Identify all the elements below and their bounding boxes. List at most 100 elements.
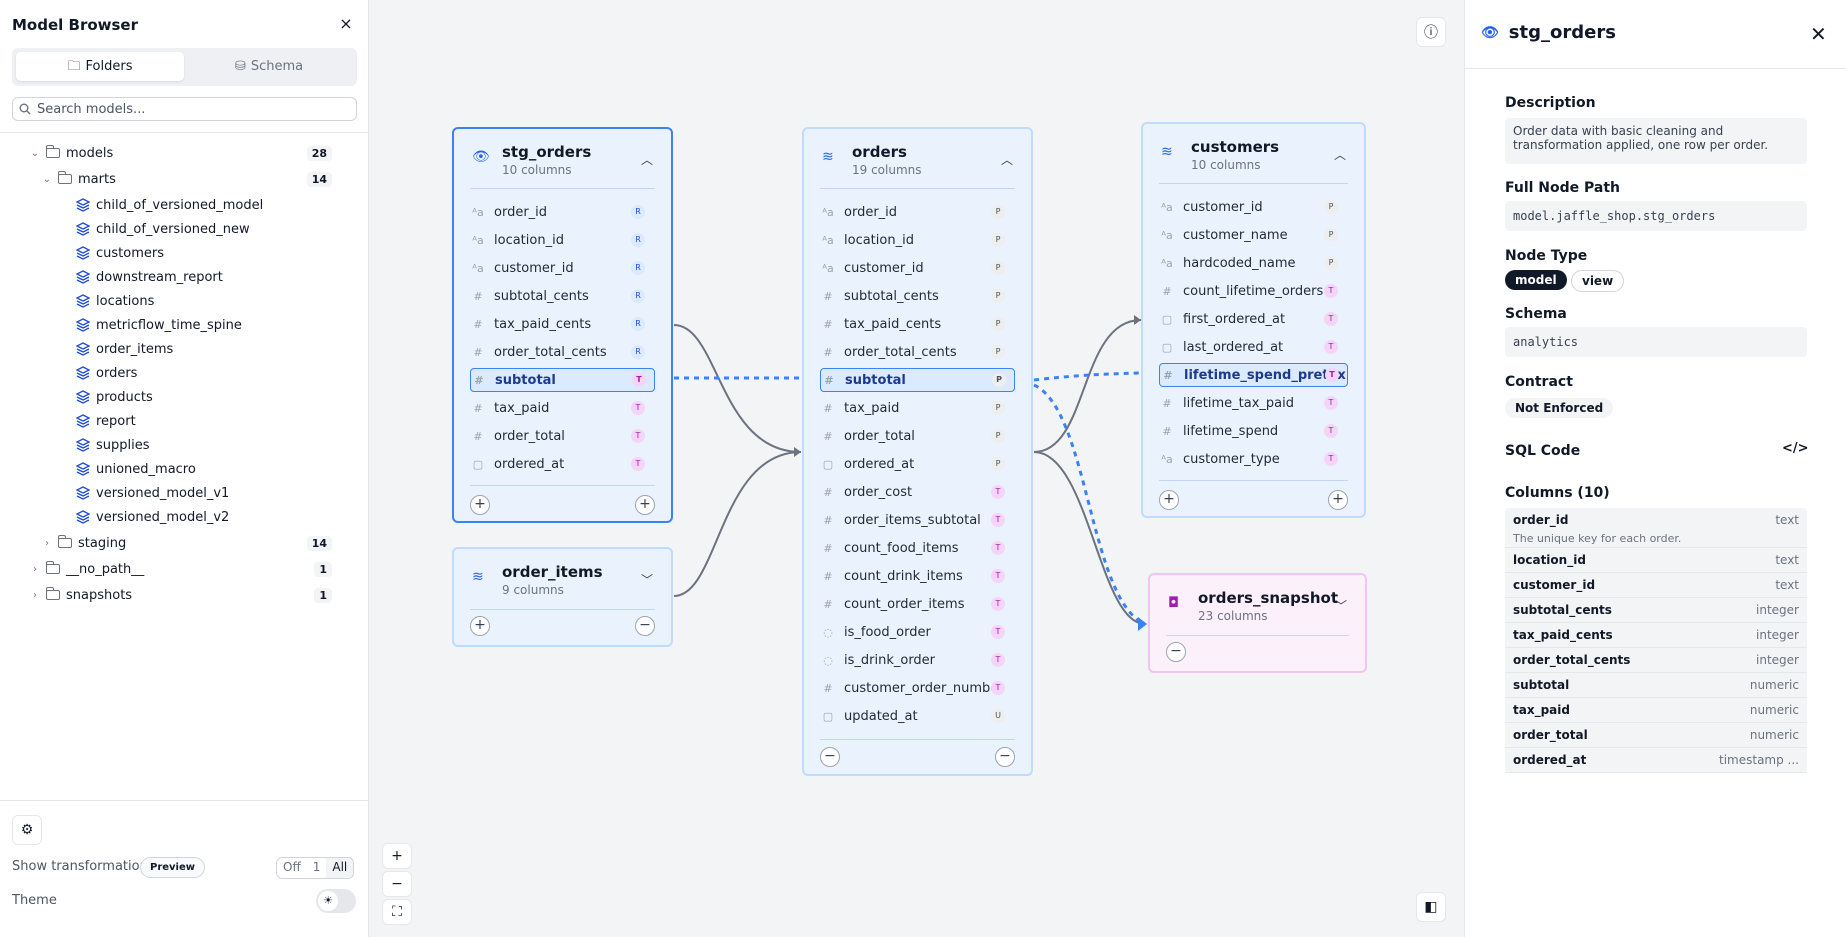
search-input[interactable]: [37, 101, 347, 117]
fit-view-button[interactable]: ⛶: [382, 899, 412, 925]
layout-button[interactable]: ◧: [1416, 892, 1446, 922]
column-badge: P: [991, 401, 1005, 415]
code-icon[interactable]: </>: [1782, 441, 1809, 456]
collapse-icon[interactable]: ︿: [640, 153, 653, 167]
settings-button[interactable]: ⚙: [12, 815, 42, 845]
tree-model-item[interactable]: supplies: [76, 434, 150, 456]
collapse-icon[interactable]: ︿: [1333, 148, 1346, 162]
tree-model-item[interactable]: downstream_report: [76, 266, 223, 288]
node-detail-panel: 👁stg_orders ✕ Description Order data wit…: [1464, 0, 1846, 937]
tree-model-item[interactable]: versioned_model_v2: [76, 506, 229, 528]
collapse-upstream-button[interactable]: −: [820, 747, 840, 767]
tree-model-item[interactable]: unioned_macro: [76, 458, 196, 480]
expand-downstream-button[interactable]: +: [1328, 490, 1348, 510]
collapse-downstream-button[interactable]: −: [995, 747, 1015, 767]
tree-model-item[interactable]: metricflow_time_spine: [76, 314, 242, 336]
close-detail-button[interactable]: ✕: [1810, 22, 1827, 46]
column-badge: T: [991, 513, 1005, 527]
tab-folders[interactable]: 🗀Folders: [16, 52, 184, 81]
tree-model-item[interactable]: child_of_versioned_new: [76, 218, 250, 240]
expand-downstream-button[interactable]: +: [635, 495, 655, 515]
info-button[interactable]: ⓘ: [1416, 17, 1446, 47]
tree-model-item[interactable]: child_of_versioned_model: [76, 194, 263, 216]
collapse-upstream-button[interactable]: −: [1166, 642, 1186, 662]
tree-model-item[interactable]: order_items: [76, 338, 173, 360]
tree-model-item[interactable]: products: [76, 386, 153, 408]
tree-model-item[interactable]: customers: [76, 242, 164, 264]
tree-model-item[interactable]: orders: [76, 362, 137, 384]
tree-model-item[interactable]: report: [76, 410, 136, 432]
column-badge: P: [1324, 228, 1338, 242]
zoom-in-button[interactable]: +: [382, 843, 412, 869]
collapse-downstream-button[interactable]: −: [635, 616, 655, 636]
show-transformations-label: Show transformations: [12, 859, 155, 874]
chevron-down-icon[interactable]: ﹀: [640, 573, 653, 587]
toggle-off[interactable]: Off: [283, 860, 301, 874]
expand-upstream-button[interactable]: +: [470, 495, 490, 515]
tree-folder-nopath[interactable]: ›__no_path__1: [28, 558, 350, 580]
tree-model-item[interactable]: versioned_model_v1: [76, 482, 229, 504]
zoom-out-button[interactable]: −: [382, 871, 412, 897]
chevron-down-icon[interactable]: ﹀: [1334, 599, 1347, 613]
collapse-icon[interactable]: ︿: [1000, 153, 1013, 167]
close-sidebar-button[interactable]: ×: [339, 14, 353, 33]
toggle-all[interactable]: All: [326, 858, 354, 878]
expand-upstream-button[interactable]: +: [470, 616, 490, 636]
toggle-one[interactable]: 1: [312, 860, 321, 874]
expand-upstream-button[interactable]: +: [1159, 490, 1179, 510]
theme-toggle[interactable]: ☀: [316, 889, 356, 913]
tab-schema[interactable]: ⛁Schema: [185, 52, 353, 81]
tree-model-item[interactable]: locations: [76, 290, 154, 312]
